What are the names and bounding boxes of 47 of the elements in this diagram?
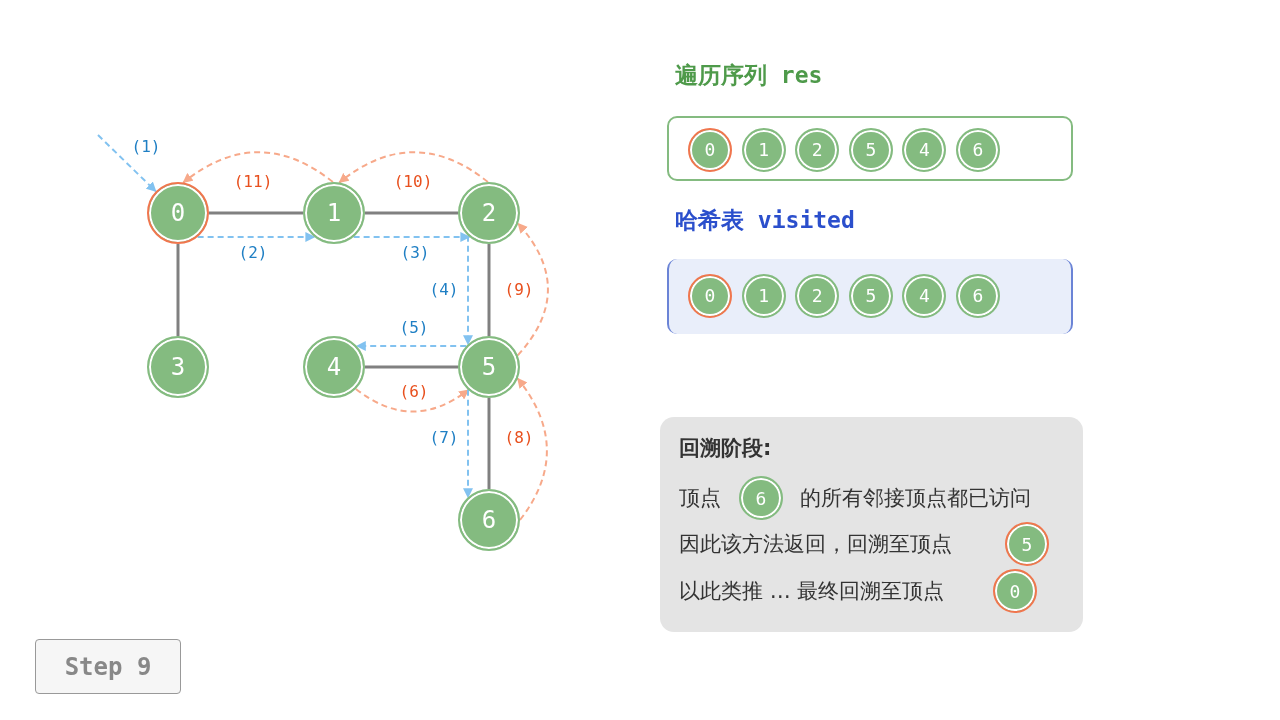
panel-text: 以此类推 … 最终回溯至顶点 (679, 578, 945, 604)
step-indicator: Step 9 (35, 639, 181, 694)
vertex-circle: 6 (956, 273, 1000, 318)
vertex-circle: 1 (741, 127, 786, 172)
section-title: 遍历序列 res (675, 61, 823, 90)
edge-line (487, 398, 491, 489)
vertex-circle: 6 (739, 476, 783, 520)
edge-line (487, 244, 491, 336)
vertex-circle: 5 (848, 127, 893, 172)
arrow (463, 388, 473, 499)
panel-text: 的所有邻接顶点都已访问 (800, 485, 1031, 511)
vertex-circle: 1 (741, 273, 786, 318)
vertex-circle: 4 (902, 273, 947, 318)
arrow (463, 234, 473, 346)
vertex-circle: 3 (147, 336, 209, 398)
vertex-circle: 0 (147, 182, 209, 244)
vertex-circle: 0 (993, 569, 1037, 613)
vertex-circle: 5 (848, 273, 893, 318)
vertex-circle: 5 (1005, 522, 1049, 566)
vertex-circle: 2 (458, 182, 520, 244)
panel-heading: 回溯阶段: (679, 435, 772, 461)
arrow (338, 151, 489, 184)
arrow (354, 387, 470, 413)
arrow (355, 341, 468, 351)
arrow (182, 151, 334, 184)
vertex-circle: 6 (458, 489, 520, 551)
vertex-circle: 4 (902, 127, 947, 172)
vertex-circle: 0 (688, 127, 732, 172)
vertex-circle: 2 (795, 127, 840, 172)
vertex-circle: 2 (795, 273, 840, 318)
vertex-circle: 6 (956, 127, 1000, 172)
section-title: 哈希表 visited (675, 206, 855, 235)
edge-line (365, 365, 458, 369)
panel-text: 因此该方法返回，回溯至顶点 (679, 531, 952, 557)
panel-text: 顶点 (679, 485, 721, 511)
note-panel (660, 417, 1083, 632)
arrow (97, 134, 157, 193)
edge-line (365, 211, 458, 215)
edge-line (176, 244, 180, 336)
vertex-circle: 4 (303, 336, 365, 398)
vertex-circle: 5 (458, 336, 520, 398)
arrow (516, 377, 548, 521)
arrow (196, 232, 316, 242)
arrow (516, 222, 549, 357)
edge-line (209, 211, 303, 215)
vertex-circle: 0 (688, 273, 732, 318)
vertex-circle: 1 (303, 182, 365, 244)
